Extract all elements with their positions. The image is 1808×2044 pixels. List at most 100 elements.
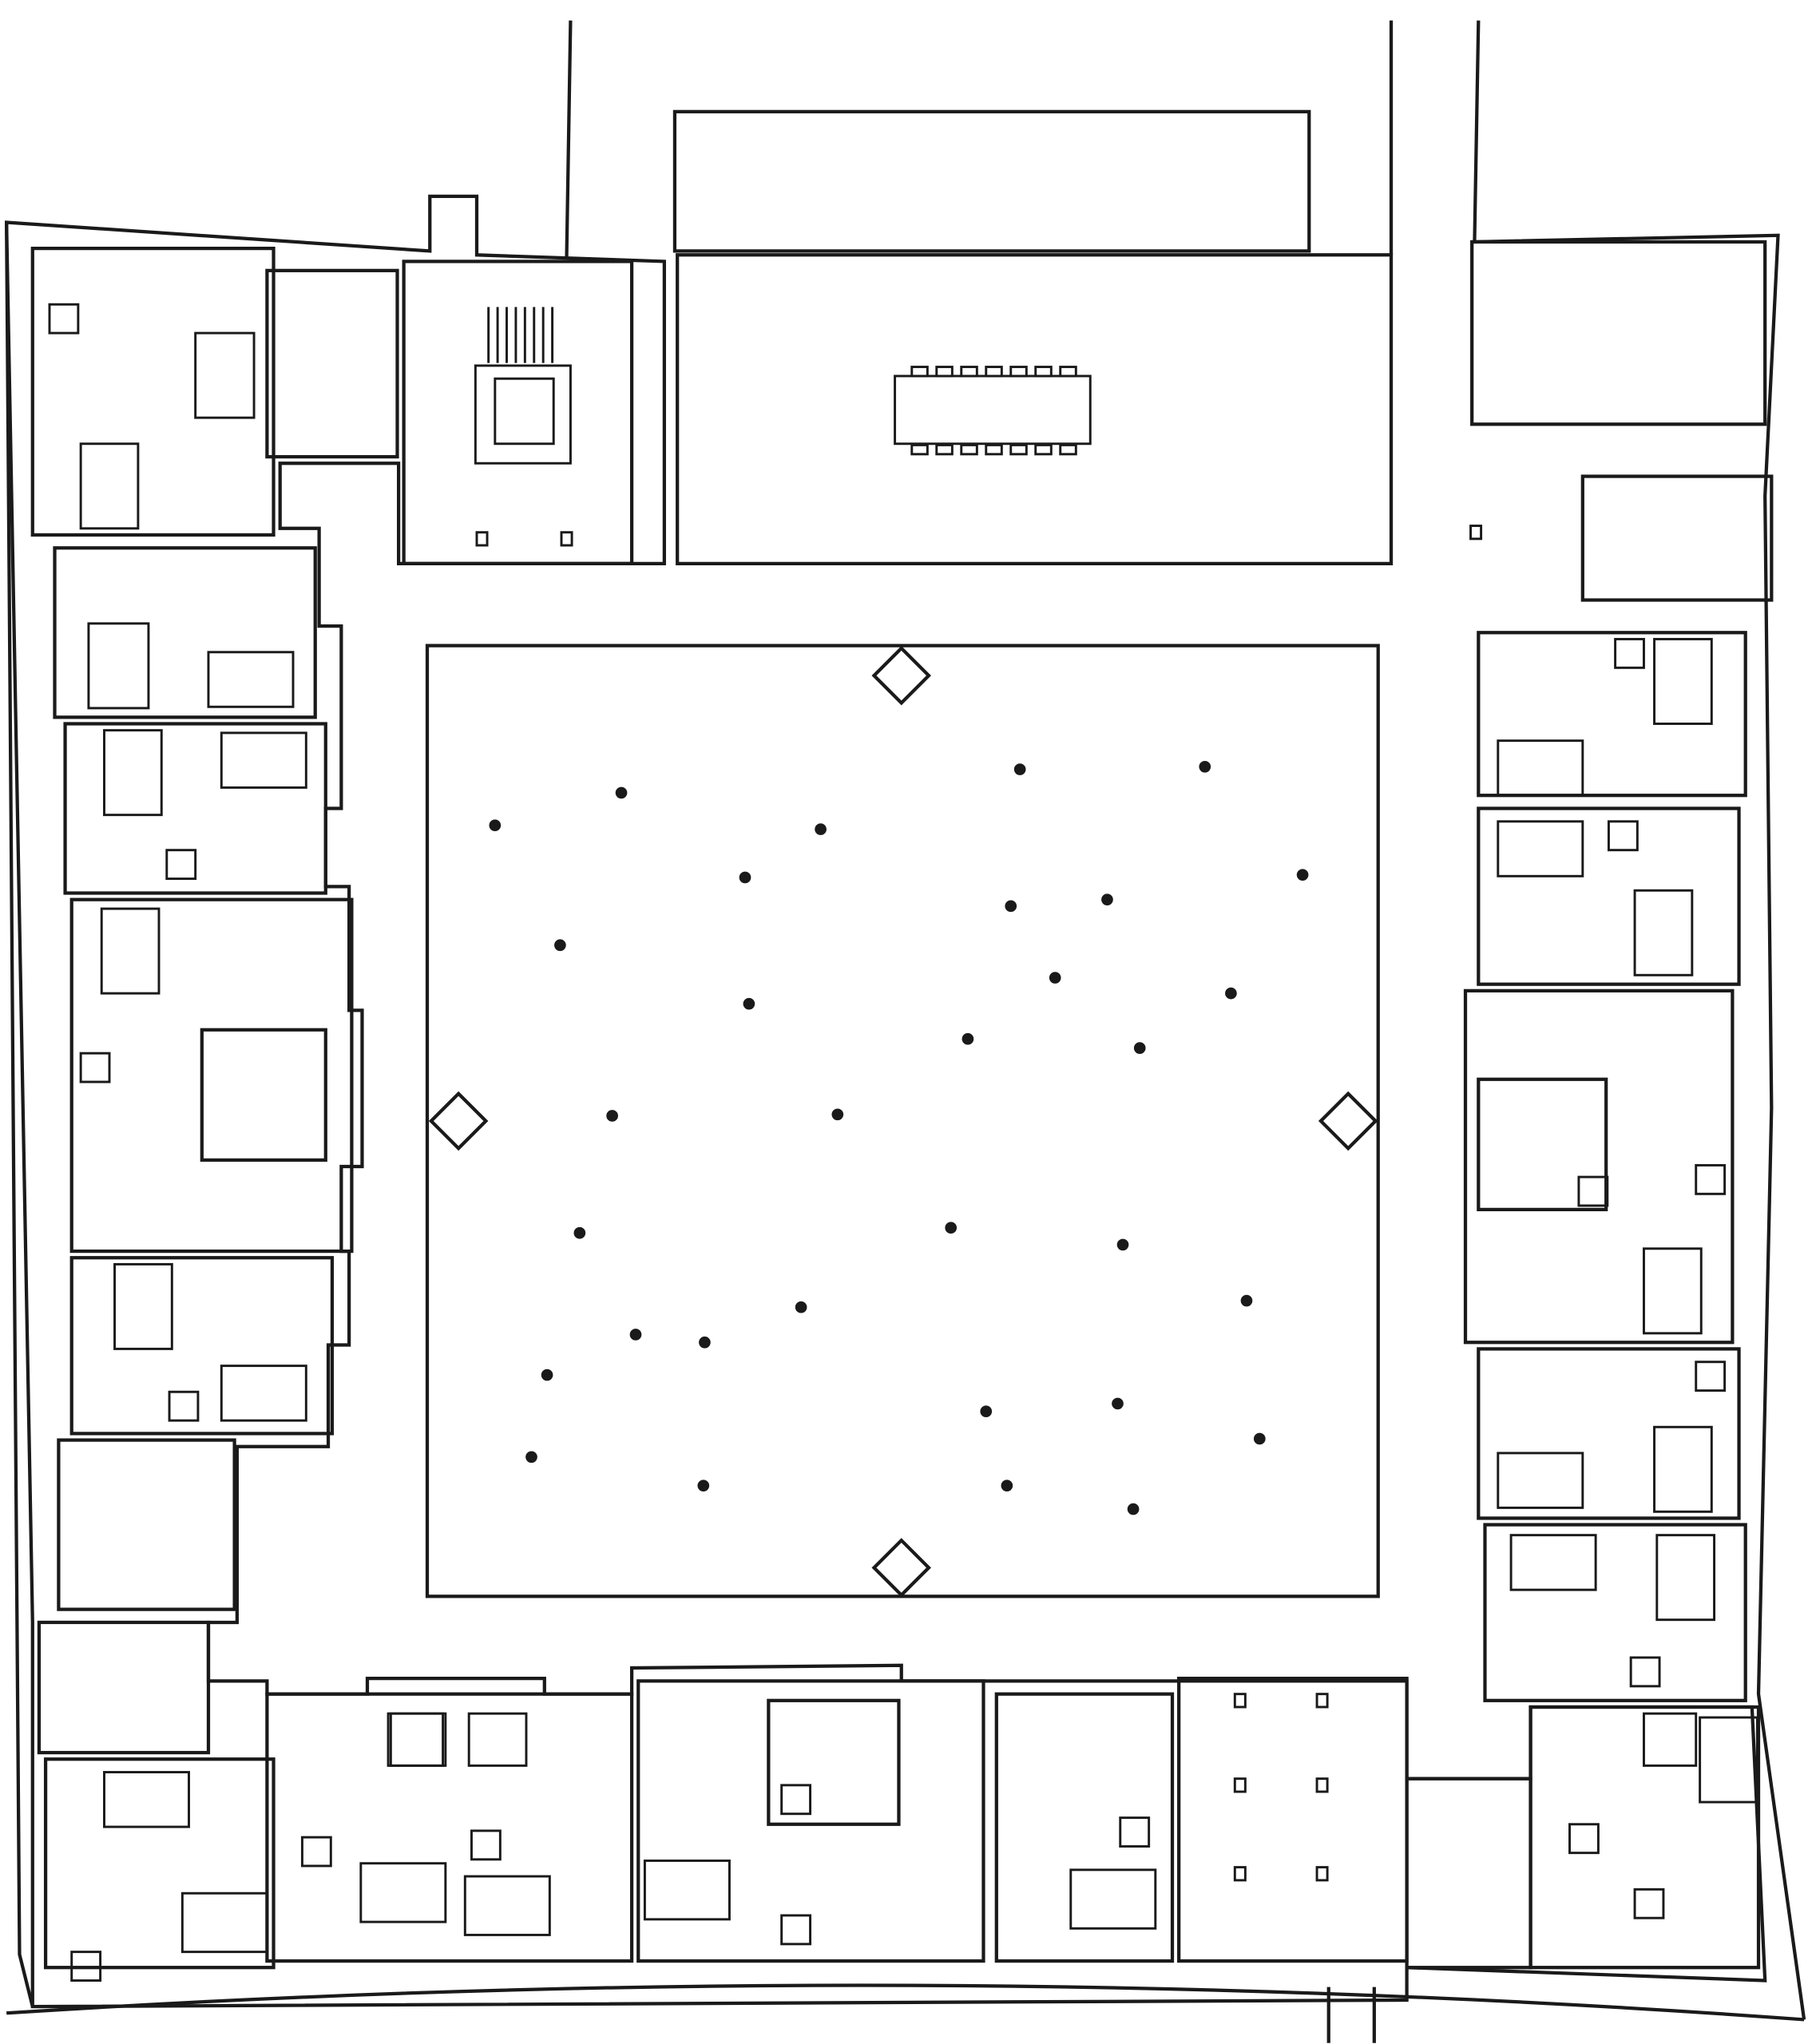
tree: [980, 1405, 993, 1418]
chair: [1577, 1175, 1609, 1207]
bed: [87, 622, 150, 710]
diamond-marker: [871, 1538, 931, 1598]
chair: [960, 366, 978, 378]
bed: [194, 331, 256, 419]
chair: [910, 443, 929, 456]
column: [1315, 1866, 1329, 1882]
chair: [1629, 1656, 1661, 1688]
chair: [935, 443, 954, 456]
tree: [831, 1108, 844, 1121]
bed: [1643, 1247, 1703, 1335]
tree: [541, 1369, 553, 1381]
conference-table: [894, 366, 1092, 456]
bed: [1655, 1534, 1716, 1622]
room: [30, 246, 276, 537]
column: [560, 531, 573, 547]
chair: [1695, 1163, 1727, 1195]
bed: [1069, 1868, 1157, 1930]
bed: [643, 1859, 731, 1921]
tree: [615, 786, 628, 799]
bed: [100, 907, 161, 995]
chair: [1034, 443, 1053, 456]
room: [37, 1620, 211, 1755]
tree: [739, 871, 751, 884]
room: [767, 1698, 901, 1826]
tree: [1116, 1238, 1129, 1251]
chair: [985, 366, 1003, 378]
furniture: [48, 303, 1758, 1982]
bed: [113, 1262, 173, 1350]
chair: [935, 366, 954, 378]
chair: [1568, 1823, 1600, 1855]
room: [994, 1692, 1175, 1963]
room: [1477, 1347, 1741, 1520]
room: [63, 722, 327, 895]
bed: [207, 651, 295, 708]
tree: [1005, 900, 1017, 913]
bed: [1643, 1712, 1698, 1767]
room: [636, 1679, 985, 1963]
column: [1315, 1777, 1329, 1793]
column: [1315, 1693, 1329, 1709]
chair: [1034, 366, 1053, 378]
room: [69, 897, 354, 1254]
bed: [1497, 820, 1584, 877]
chair: [70, 1951, 102, 1982]
bed: [389, 1712, 445, 1767]
chair: [1633, 1888, 1665, 1919]
room: [1405, 1777, 1532, 1970]
room: [1528, 1705, 1761, 1970]
tree: [1296, 869, 1309, 881]
rooms: [30, 240, 1774, 1970]
tree: [1049, 972, 1061, 984]
chair: [165, 849, 197, 881]
chair: [985, 443, 1003, 456]
courtyard: [425, 644, 1380, 1598]
forecourt-block: [672, 109, 1311, 253]
bed: [1509, 1534, 1597, 1591]
column: [475, 531, 489, 547]
room: [200, 1028, 327, 1163]
diamond-marker: [871, 645, 931, 706]
bed: [180, 1891, 268, 1954]
site-lines: [6, 20, 1805, 2043]
bed: [220, 1365, 307, 1422]
diamond-marker: [1318, 1091, 1378, 1151]
chair: [1119, 1816, 1151, 1848]
room: [1463, 988, 1735, 1345]
room: [1470, 240, 1767, 426]
chair: [1607, 820, 1639, 852]
diamond-marker: [428, 1091, 489, 1151]
bed: [387, 1712, 447, 1767]
bed: [1653, 1425, 1713, 1513]
chair: [1695, 1361, 1727, 1392]
bed: [1699, 1716, 1758, 1804]
tree: [1013, 763, 1026, 775]
tree: [1112, 1397, 1124, 1410]
room: [1580, 474, 1774, 602]
tree: [699, 1336, 711, 1349]
tree: [1133, 1042, 1146, 1054]
room: [265, 268, 399, 459]
bed: [1497, 1452, 1584, 1509]
bed: [220, 731, 307, 789]
bed: [359, 1862, 447, 1923]
tree: [525, 1451, 537, 1464]
chair: [300, 1836, 332, 1868]
tree: [573, 1226, 586, 1239]
bed: [463, 1875, 551, 1936]
chair: [470, 1829, 502, 1861]
tree: [606, 1110, 618, 1122]
chair: [1009, 443, 1028, 456]
room: [1483, 1523, 1747, 1702]
chair: [79, 1052, 111, 1083]
chair: [780, 1914, 812, 1946]
tree: [815, 823, 827, 835]
tree: [1001, 1480, 1013, 1492]
column: [1233, 1866, 1247, 1882]
column: [1233, 1777, 1247, 1793]
bed: [1497, 739, 1584, 797]
courtyard-markers: [428, 645, 1378, 1598]
outer-wall: [4, 194, 1806, 2020]
